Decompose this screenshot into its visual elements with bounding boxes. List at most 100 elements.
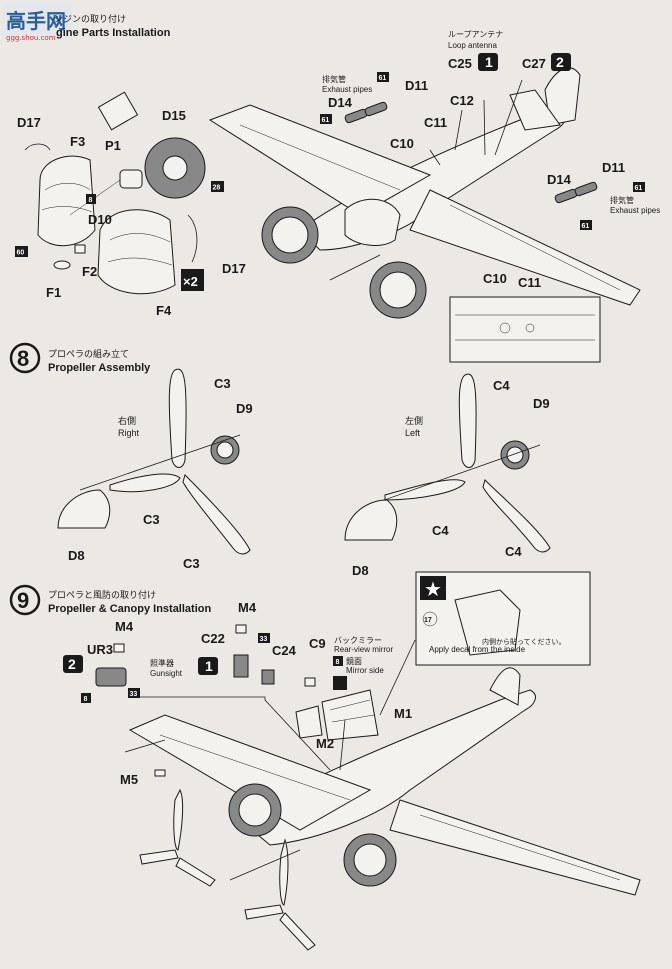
label-p1: P1 [105,138,121,153]
part-c9 [304,677,316,687]
label-f3: F3 [70,134,85,149]
label-c3-a: C3 [214,376,231,391]
label-m4-b: M4 [238,600,257,615]
num-61-d: 61 [580,220,592,230]
label-c12: C12 [450,93,474,108]
blade-c3-bottom [182,474,251,555]
gunsight-parts [95,624,331,771]
nose-step7 [344,198,401,246]
label-c10-inset: C10 [483,271,507,286]
right-wing-step9 [389,799,641,896]
label-d8-b: D8 [352,563,369,578]
num-8-step9-a: 8 [81,693,91,703]
engine-exploded-view [24,91,206,295]
watermark-text: 高手网 [6,9,66,33]
svg-text:61: 61 [635,185,643,192]
svg-text:61: 61 [322,117,330,124]
blade-c3-mid [109,473,181,493]
label-f1: F1 [46,285,61,300]
svg-text:8: 8 [17,346,29,371]
label-c3-b: C3 [143,512,160,527]
left-wing-step7 [208,104,432,216]
label-c4-b: C4 [432,523,449,538]
label-d17: D17 [17,115,41,130]
label-c10: C10 [390,136,414,151]
part-ur3 [95,667,127,687]
svg-text:1: 1 [205,658,213,674]
part-m4-left [113,643,125,653]
svg-text:1: 1 [485,54,493,70]
part-f4-cowling [97,209,176,295]
label-c24: C24 [272,643,297,658]
label-d9-b: D9 [533,396,550,411]
step9-title-en: Propeller & Canopy Installation [48,603,211,615]
part-p1-shape [119,169,143,189]
label-m5: M5 [120,772,138,787]
canopy-decal-shape [454,589,521,656]
propeller-left [344,373,551,553]
label-d15: D15 [162,108,186,123]
exhaust-left-2 [364,101,388,117]
part-f2-shape [74,244,86,254]
num-60: 60 [15,246,28,257]
svg-text:8: 8 [336,659,340,666]
exhaust-left-1 [344,108,368,124]
mirror-side-icon [333,676,347,690]
part-c22 [233,654,249,678]
label-d14: D14 [328,95,353,110]
part-m1-canopy [321,689,379,741]
label-m1: M1 [394,706,412,721]
step8-title-jp: プロペラの組み立て [48,348,129,360]
blade-c3-top [168,368,187,468]
num-28: 28 [211,181,224,192]
left-jp: 左側 [405,415,423,427]
label-c4-c: C4 [505,544,522,559]
svg-text:61: 61 [379,75,387,82]
label-c11-inset: C11 [518,275,541,290]
step9-title-jp: プロペラと風防の取り付け [48,589,156,601]
label-f4: F4 [156,303,172,318]
label-c3-c: C3 [183,556,200,571]
blade-c4-mid [384,479,466,501]
detail-inset-c10-c11 [449,296,601,363]
gunsight-en: Gunsight [150,669,183,678]
part-m2-canopy [295,705,323,739]
num-8-step7: 8 [86,194,96,204]
aircraft-step9 [124,667,641,951]
svg-text:2: 2 [556,54,564,70]
spinner-d8-left [344,499,398,541]
part-f3-shape [37,155,96,247]
label-d17-b: D17 [222,261,246,276]
blade-c4-bottom [482,479,551,553]
label-d14-b: D14 [547,172,572,187]
svg-text:2: 2 [68,656,76,672]
label-d11-b: D11 [602,160,625,175]
badge-1-step9: 1 [198,657,218,675]
svg-text:8: 8 [89,197,93,204]
exhaust-en-right: Exhaust pipes [610,206,660,215]
svg-text:×2: ×2 [183,274,198,289]
badge-x2: ×2 [181,269,204,291]
label-c27: C27 [522,56,546,71]
decal-en: Apply decal from the inside [429,645,526,654]
num-61-b: 61 [320,114,332,124]
exhaust-right-2 [574,181,598,197]
num-33-b: 33 [258,633,270,643]
blade-c4-top [458,373,477,468]
exhaust-en-left: Exhaust pipes [322,85,372,94]
propeller-right [57,368,251,555]
label-c25: C25 [448,56,472,71]
mirror-en: Rear-view mirror [334,645,393,654]
left-en: Left [405,428,421,438]
part-f1-shape [53,260,71,270]
gunsight-jp: 照準器 [150,658,174,668]
svg-text:★: ★ [424,577,442,601]
badge-1-step7: 1 [478,53,498,71]
mirror-side-jp: 鏡面 [346,656,362,666]
label-f2: F2 [82,264,97,279]
label-m4-a: M4 [115,619,134,634]
label-c22: C22 [201,631,225,646]
decal-inset: ★ 17 [415,571,591,666]
part-m5 [154,769,166,777]
svg-text:33: 33 [130,691,138,698]
